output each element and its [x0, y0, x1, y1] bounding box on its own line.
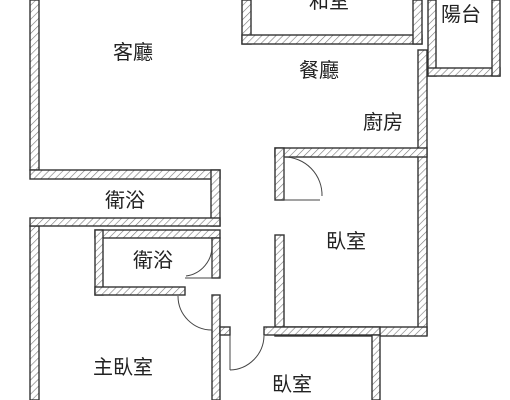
label-master-bedroom: 主臥室	[93, 355, 153, 379]
wall-bedroom-top	[274, 147, 428, 158]
wall-bath2-right	[211, 237, 221, 279]
wall-bath1-top	[29, 169, 221, 180]
wall-toproom-right	[412, 0, 423, 45]
wall-bedroom-left-bottom	[274, 234, 285, 336]
label-bedroom-right: 臥室	[326, 229, 366, 253]
label-living-room: 客廳	[113, 40, 153, 64]
wall-bottom-bedroom-top-left	[219, 326, 231, 336]
wall-bath2-left	[94, 229, 104, 296]
label-balcony: 陽台	[441, 2, 481, 26]
room-labels: 和室 陽台 客廳 餐廳 廚房 衛浴 臥室 衛浴 主臥室 臥室	[93, 0, 481, 396]
doors	[177, 156, 323, 371]
wall-bath2-top	[94, 229, 221, 239]
wall-left-lower	[29, 225, 40, 400]
wall-kitchen-right	[417, 49, 428, 336]
label-bathroom-2: 衛浴	[133, 248, 173, 272]
wall-master-right	[211, 294, 221, 400]
wall-bath2-bottom	[94, 286, 186, 296]
wall-bedroom-left-top	[274, 147, 285, 201]
wall-bottom-bedroom-top-right	[263, 326, 381, 336]
label-bathroom-1: 衛浴	[105, 188, 145, 212]
door-bath2-arc	[185, 244, 213, 277]
wall-bottom-bedroom-right	[371, 334, 381, 400]
door-bottom-bedroom-arc	[229, 335, 265, 371]
door-bedroom-right-arc	[283, 156, 323, 197]
wall-toproom-bottom	[241, 34, 423, 45]
wall-bath1-bottom	[29, 217, 221, 227]
wall-balcony-left	[427, 0, 437, 77]
wall-balcony-right	[491, 0, 501, 77]
label-kitchen: 廚房	[363, 110, 403, 134]
label-top-room: 和室	[309, 0, 349, 13]
wall-left	[29, 0, 40, 171]
label-dining: 餐廳	[299, 58, 339, 82]
door-master-arc	[177, 295, 213, 331]
wall-balcony-bottom	[427, 67, 501, 77]
label-bedroom-bottom: 臥室	[272, 372, 312, 396]
walls	[29, 0, 501, 400]
